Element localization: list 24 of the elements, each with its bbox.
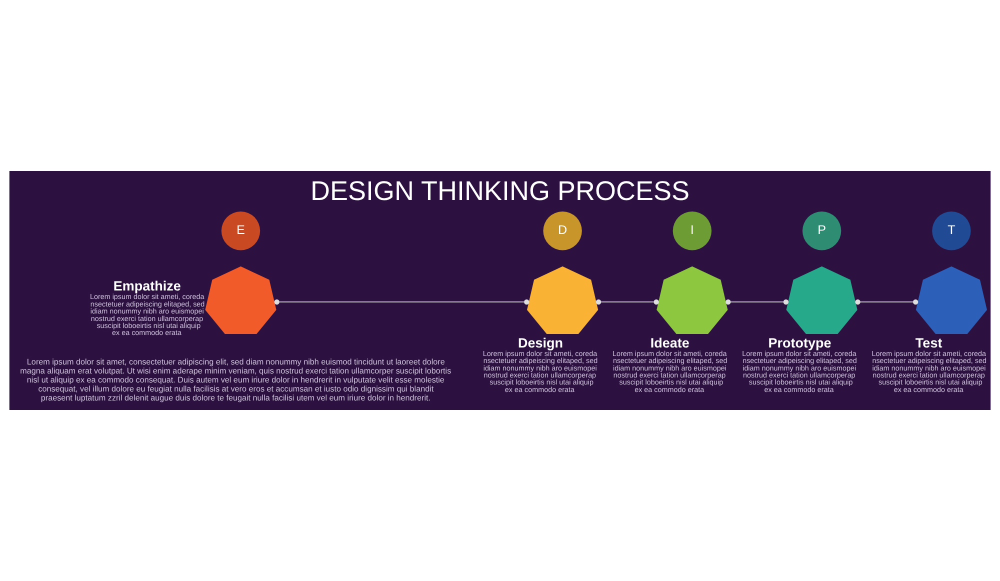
node-label: Test <box>915 335 942 350</box>
node-circle: D <box>543 212 582 250</box>
node-heptagon <box>656 266 728 334</box>
connector <box>596 299 659 305</box>
label: Lorem ipsum dolor sit amet, consectetuer adipiscing elit, sed diam nonummy nibh euismod tincidunt ut laoreet dolore magna aliquam erat volutpat. Ut wisi enim aderape minim veniam, quis nostrud exerci tation ullamcorper suscipit lobortis nisl ut aliquip ex ea commodo consequat. Duis autem vel eum iriure dolor in hendrerit in vulputate velit esse molestie consequat, vel illum dolore eu feugiat nulla facilisis at vero eros et accumsan et iusto odio dignissim qui blandit praesent luptatum zzril delenit augue duis dolore te feugait nulla facilisi utem vel eum iriure dolor in hendrerit. <box>20 357 452 402</box>
node-label: Lorem ipsum dolor sit ameti, coreda nsectetuer adipeiscing elitaped, sed idiam nonummy nibh aro euismopei nostrud exerci tation ullamcorperap suscipit loboeirtis nisl utai aliquip ex ea commodo erata <box>872 348 987 394</box>
node-label: Design <box>518 335 564 350</box>
node-label: Lorem ipsum dolor sit ameti, coreda nsectetuer adipeiscing elitaped, sed idiam nonummy nibh aro euismopei nostrud exerci tation ullamcorperap suscipit loboeirtis nisl utai aliquip ex ea commodo erata <box>612 348 728 394</box>
node-label: Ideate <box>650 335 690 350</box>
connector <box>274 299 530 305</box>
node-label: Empathize <box>113 278 181 294</box>
node-label: Prototype <box>768 335 832 350</box>
node-heptagon <box>527 266 598 334</box>
node-circle: E <box>221 212 260 250</box>
node-circle: T <box>932 212 971 250</box>
node-circle: P <box>802 212 842 250</box>
node-circle: I <box>672 212 712 250</box>
diagram-title: DESIGN THINKING PROCESS <box>310 176 690 206</box>
connector <box>855 299 918 305</box>
node-heptagon <box>786 266 858 334</box>
node-heptagon <box>205 266 276 334</box>
node-label: Lorem ipsum dolor sit ameti, coreda nsectetuer adipeiscing elitaped, sed idiam nonummy nibh aro euismopei nostrud exerci tation ullamcorperap suscipit loboeirtis nisl utai aliquip ex ea commodo erata <box>90 292 205 338</box>
node-heptagon <box>916 266 987 334</box>
connector <box>726 299 789 305</box>
